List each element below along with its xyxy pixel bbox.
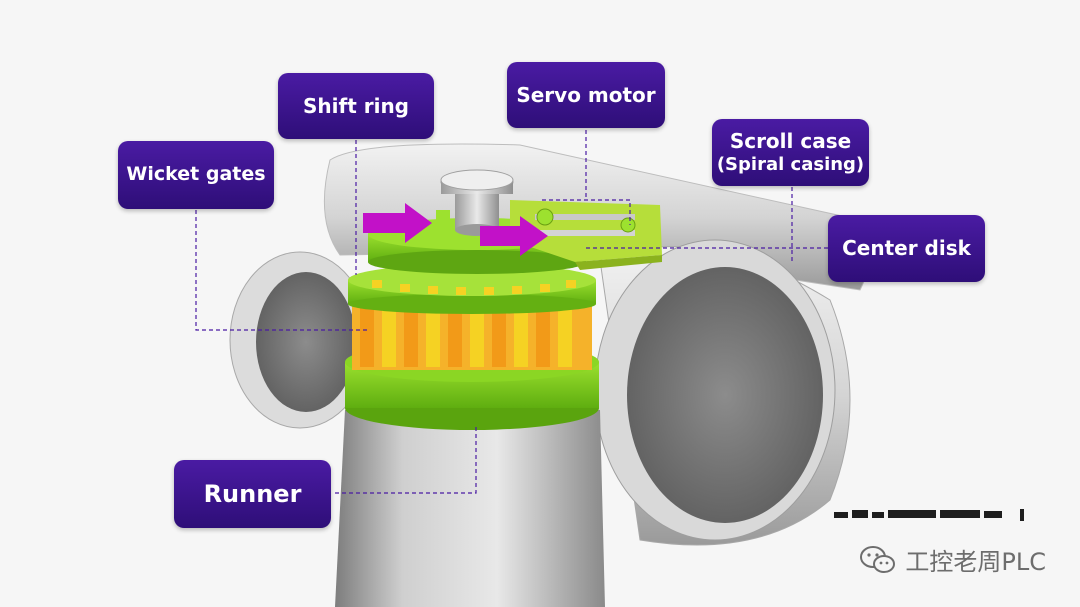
wicket-gates-text: Wicket gates bbox=[126, 163, 266, 186]
draft-tube bbox=[335, 410, 605, 607]
wicket-gates-label: Wicket gates bbox=[118, 141, 274, 209]
rotation-arrows bbox=[363, 203, 548, 256]
wechat-icon bbox=[860, 545, 896, 573]
scroll-case-subtext: (Spiral casing) bbox=[716, 153, 865, 175]
scroll-case-label: Scroll case (Spiral casing) bbox=[712, 119, 869, 186]
watermark-text: 工控老周PLC bbox=[905, 548, 1046, 576]
scroll-case-text: Scroll case bbox=[729, 128, 852, 153]
servo-motor-text: Servo motor bbox=[516, 82, 656, 107]
scroll-case-pipe bbox=[229, 143, 871, 546]
shift-ring-label: Shift ring bbox=[278, 73, 434, 139]
center-disk-label: Center disk bbox=[828, 215, 985, 282]
center-disk-text: Center disk bbox=[842, 236, 971, 260]
servo-motor-label: Servo motor bbox=[507, 62, 665, 128]
gate-ring bbox=[348, 264, 596, 314]
leader-lines bbox=[195, 130, 828, 494]
servo-motor bbox=[510, 200, 662, 270]
watermark-smudge bbox=[834, 509, 1024, 521]
runner-label: Runner bbox=[174, 460, 331, 528]
shift-ring-text: Shift ring bbox=[303, 93, 409, 118]
runner-text: Runner bbox=[203, 480, 302, 508]
watermark: 工控老周PLC bbox=[859, 542, 1046, 577]
